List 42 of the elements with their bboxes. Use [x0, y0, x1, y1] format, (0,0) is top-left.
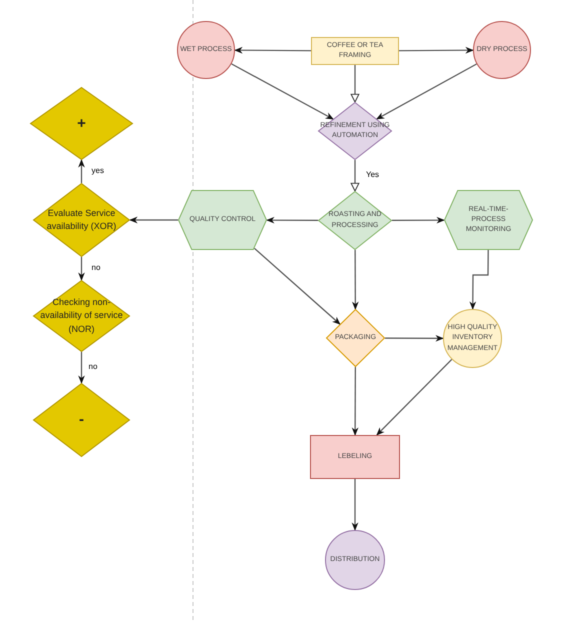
- decision-diamond: [326, 309, 385, 367]
- arrow: [392, 216, 445, 224]
- arrow: [469, 250, 489, 310]
- decision-diamond: [30, 87, 133, 160]
- arrow: [78, 352, 85, 384]
- arrow: [78, 257, 85, 281]
- node-label: Evaluate Service availability (XOR): [46, 206, 118, 233]
- edge-label: Yes: [365, 170, 380, 180]
- arrow: [129, 216, 178, 224]
- arrow: [78, 159, 85, 183]
- process-circle: [177, 21, 235, 79]
- arrow: [352, 366, 358, 436]
- process-box: [311, 37, 399, 65]
- arrow: [352, 479, 358, 531]
- decision-diamond: [318, 102, 392, 160]
- process-box: [310, 435, 400, 479]
- edge-label: no: [90, 264, 102, 272]
- arrow: [376, 63, 477, 120]
- arrow: [254, 248, 341, 325]
- arrow: [266, 216, 318, 224]
- edge-label: no: [88, 362, 98, 372]
- arrow: [352, 250, 359, 310]
- arrow: [231, 63, 334, 120]
- edge-label: yes: [90, 166, 105, 176]
- arrow: [350, 160, 360, 192]
- process-hexagon: [444, 190, 533, 250]
- node-label: -: [78, 410, 85, 430]
- arrow: [350, 65, 360, 102]
- process-circle: [443, 309, 502, 368]
- decision-diamond: [33, 183, 130, 257]
- decision-diamond: [33, 383, 130, 457]
- node-label: +: [76, 114, 87, 134]
- process-hexagon: [178, 190, 267, 250]
- decision-diamond: [318, 191, 392, 250]
- process-circle: [473, 21, 531, 79]
- arrow: [376, 359, 452, 436]
- node-label: Checking non-availability of service (NOR): [39, 296, 124, 336]
- decision-diamond: [33, 280, 130, 352]
- arrow: [399, 46, 474, 54]
- arrow: [234, 46, 311, 54]
- process-circle: [325, 530, 385, 590]
- arrow: [384, 334, 444, 342]
